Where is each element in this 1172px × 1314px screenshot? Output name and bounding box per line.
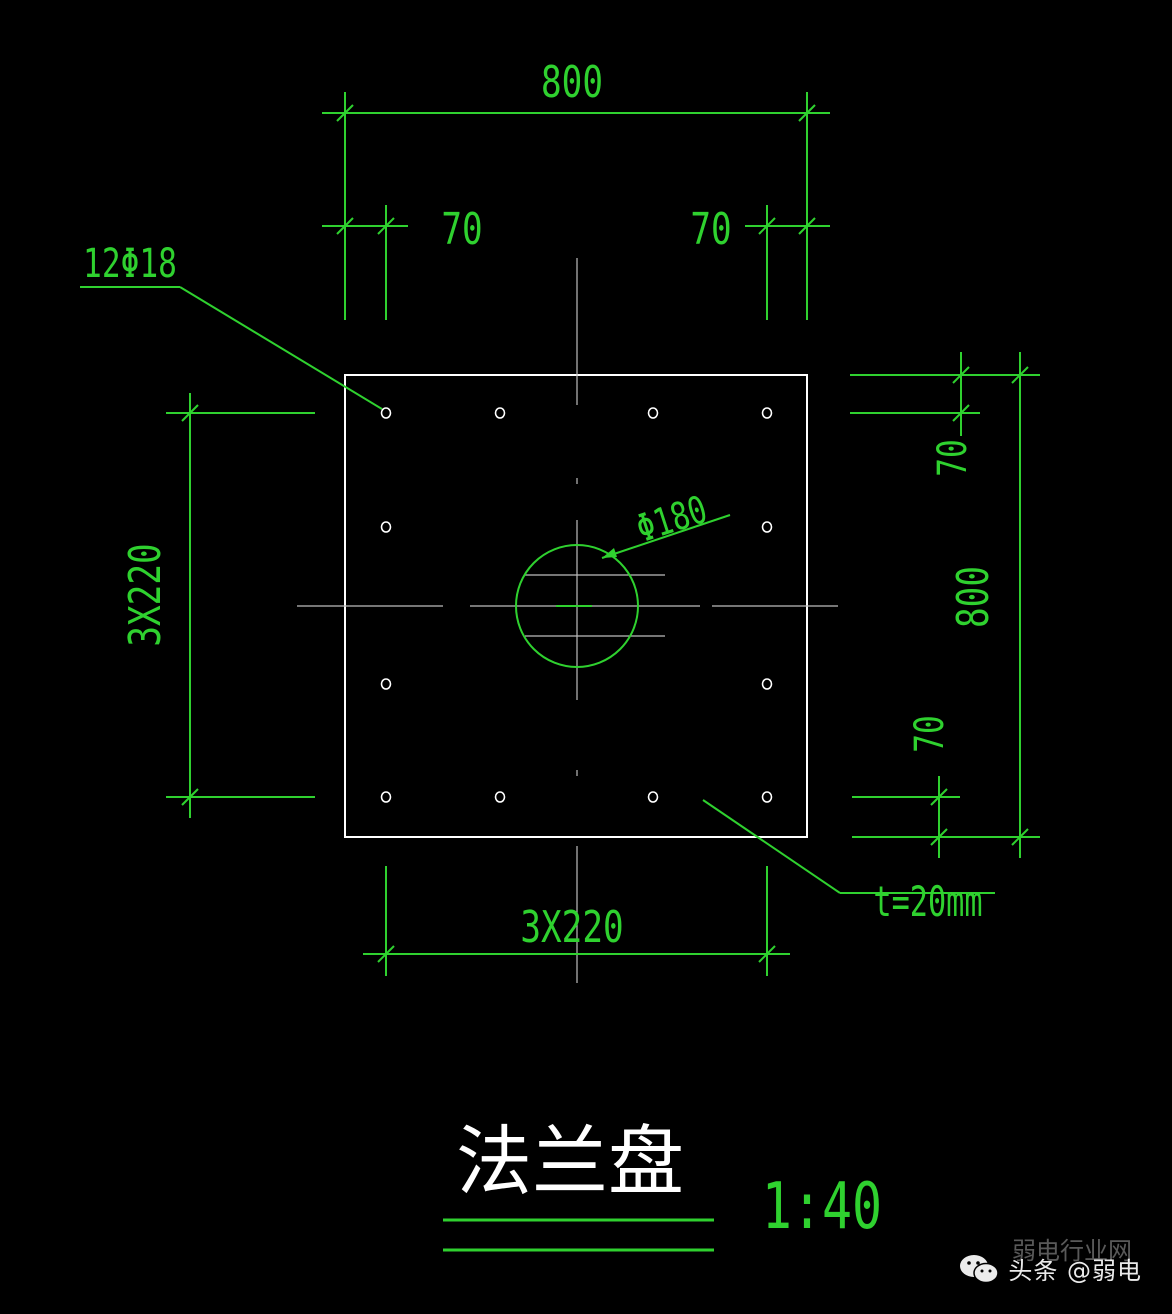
watermark-text: 头条 @弱电 [1008, 1257, 1142, 1285]
bolt-hole [380, 678, 392, 690]
bolt-hole [761, 407, 773, 419]
bolt-hole [494, 407, 506, 419]
bolt-hole [761, 521, 773, 533]
right-top-edge-label: 70 [930, 439, 976, 477]
wechat-icon [960, 1254, 1000, 1283]
bolt-hole [647, 407, 659, 419]
bolt-holes [380, 407, 773, 803]
dimension-right [850, 352, 1040, 858]
watermark-faint-text: 弱电行业网 [1012, 1237, 1132, 1265]
left-spacing-label: 3X220 [120, 543, 171, 646]
bolt-hole [761, 791, 773, 803]
bolt-hole [380, 407, 392, 419]
pipe-circle [515, 544, 639, 668]
bolt-hole [494, 791, 506, 803]
bolt-holes-label: 12Φ18 [83, 241, 177, 287]
bottom-spacing-label: 3X220 [520, 902, 623, 953]
leader-lines [80, 286, 995, 894]
drawing-scale: 1:40 [762, 1169, 882, 1244]
right-bottom-edge-label: 70 [907, 715, 953, 753]
top-left-edge-label: 70 [441, 204, 482, 255]
bolt-hole [647, 791, 659, 803]
drawing-title: 法兰盘 [456, 1117, 684, 1206]
top-overall-label: 800 [541, 57, 603, 108]
top-right-edge-label: 70 [690, 204, 731, 255]
dimension-left-spacing [166, 393, 315, 818]
pipe-diameter-label: Φ180 [631, 488, 713, 552]
center-lines [297, 258, 838, 983]
dimension-top-overall [322, 92, 830, 320]
watermark: 头条 @弱电 [958, 1251, 1142, 1286]
dimension-top-edges [322, 205, 830, 320]
bolt-hole [380, 791, 392, 803]
bolt-hole [761, 678, 773, 690]
right-overall-label: 800 [948, 566, 999, 628]
thickness-label: t=20mm [873, 877, 982, 926]
bolt-hole [380, 521, 392, 533]
dimension-bottom-spacing [363, 866, 790, 976]
